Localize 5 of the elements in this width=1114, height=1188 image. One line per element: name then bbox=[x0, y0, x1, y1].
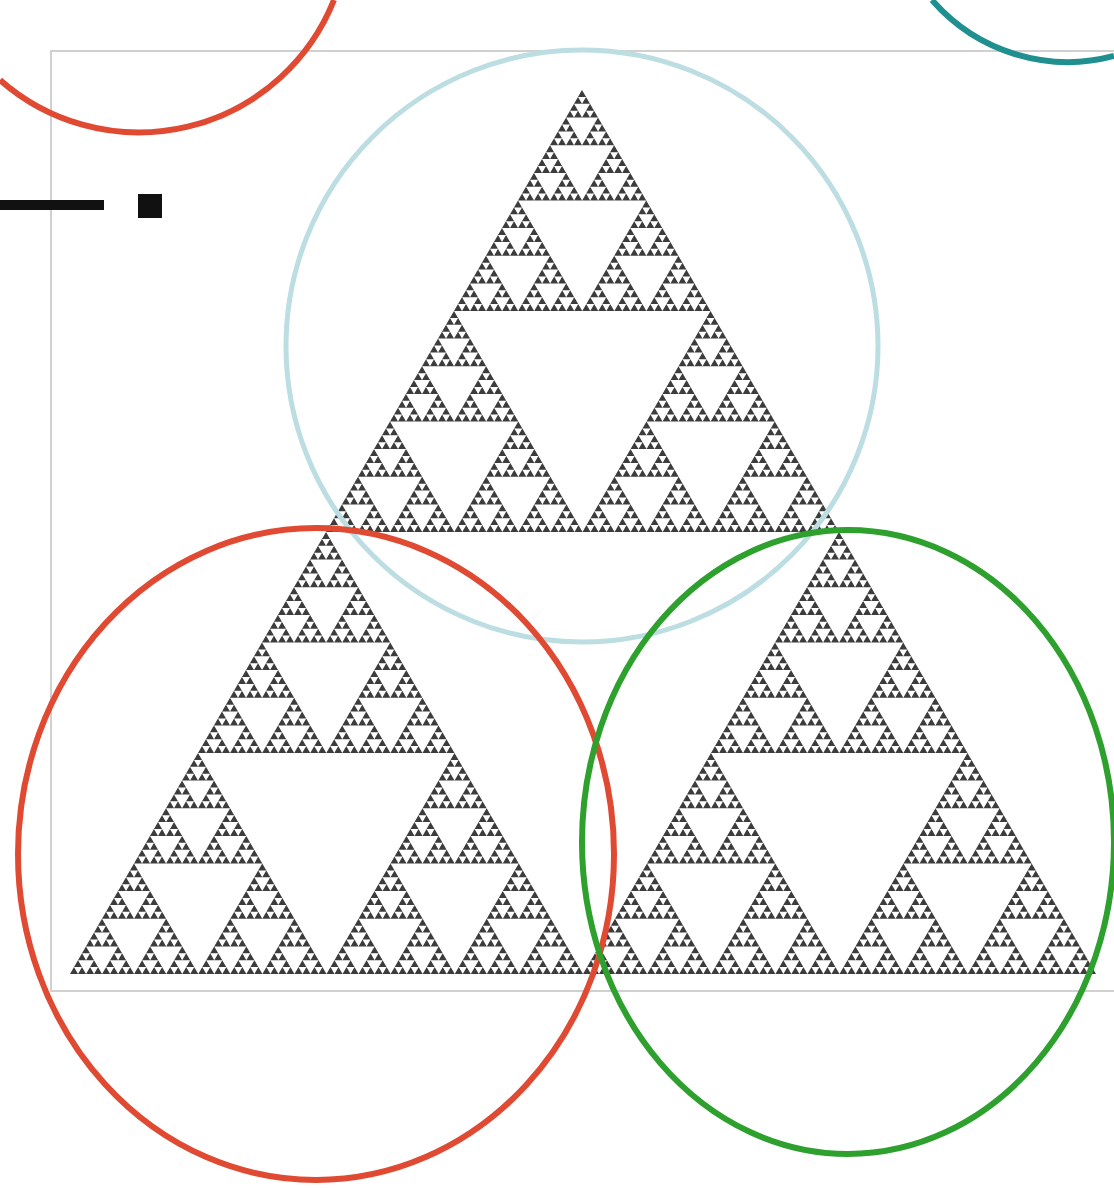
ellipse-outline bbox=[579, 527, 1114, 1157]
partial-circle-outline bbox=[0, 0, 337, 136]
circle-outline bbox=[283, 47, 881, 645]
partial-circle-outline bbox=[929, 0, 1114, 65]
ellipse-outline bbox=[15, 525, 617, 1183]
